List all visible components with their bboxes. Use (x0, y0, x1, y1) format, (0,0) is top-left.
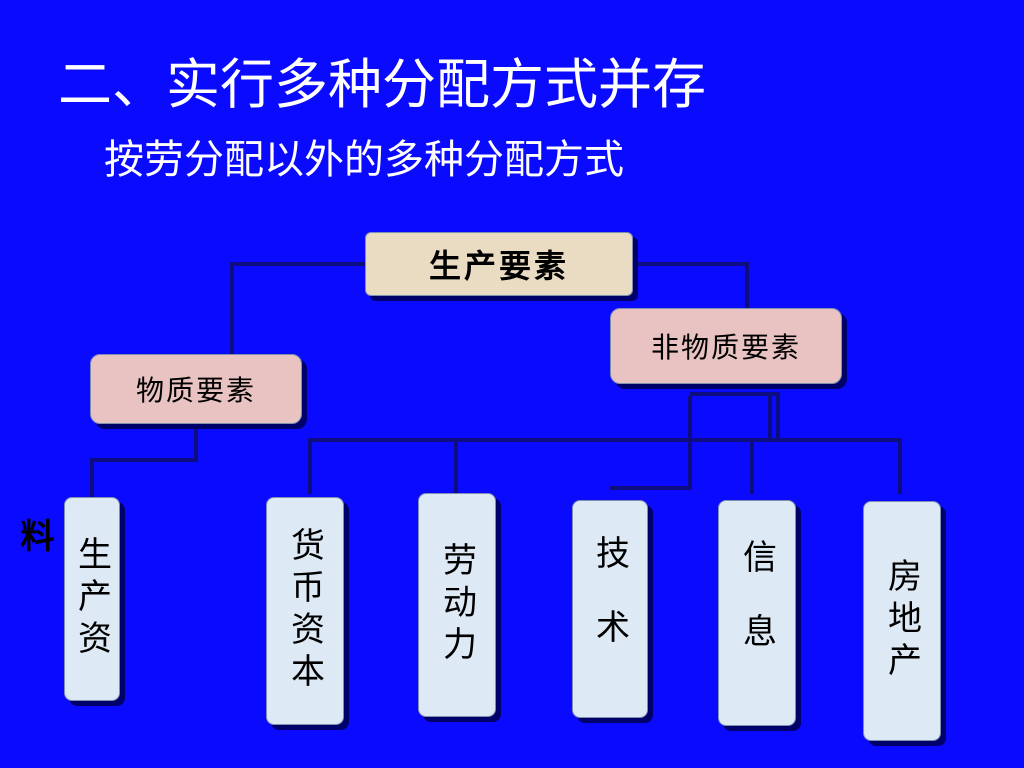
leaf-real-estate: 房地产 (863, 501, 941, 741)
page-subtitle: 按劳分配以外的多种分配方式 (104, 137, 624, 183)
leaf-production-materials: 生产资 (64, 497, 120, 701)
root-node: 生产要素 (365, 232, 633, 296)
nonmaterial-drop-line (610, 396, 692, 490)
material-node: 物质要素 (90, 354, 302, 424)
leaf-money-capital: 货币资本 (266, 497, 344, 725)
leaf-overflow-char: 料 (14, 518, 54, 552)
nonmaterial-split-line (690, 392, 780, 440)
leaf-labour: 劳动力 (418, 493, 496, 717)
nonmaterial-node: 非物质要素 (610, 308, 842, 384)
root-to-nonmaterial-line (632, 262, 749, 312)
material-to-leaf-line (90, 424, 198, 500)
root-to-material-line (230, 262, 365, 372)
bus-line (308, 438, 902, 494)
leaf-information: 信息 (718, 500, 796, 726)
page-title: 二、实行多种分配方式并存 (58, 53, 706, 116)
leaf-technology: 技术 (572, 500, 648, 718)
